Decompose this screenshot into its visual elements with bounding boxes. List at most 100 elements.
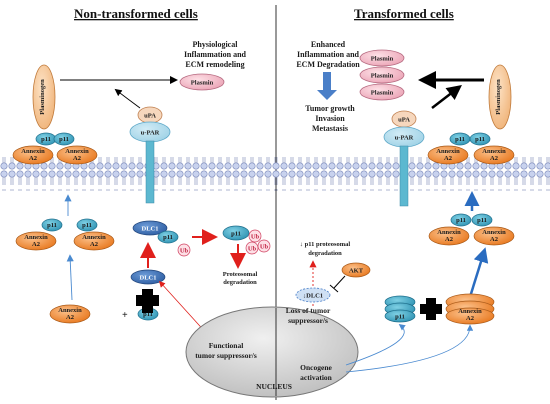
upar-anchor-right [399,145,409,207]
annexin-stack-right: Annexin A2 [445,293,495,325]
svg-text:uPA: uPA [144,113,156,120]
svg-text:p11: p11 [475,136,485,143]
svg-text:A2: A2 [90,241,98,248]
title-non-transformed: Non-transformed cells [74,6,198,21]
dlc1-lower-left: DLC1 [130,269,166,285]
upa-right: uPA [391,110,417,128]
nucleus-label: NUCLEUS [256,382,292,391]
oncogene-label: Oncogene activation [300,363,332,382]
svg-text:Ub: Ub [260,244,269,251]
complex-membrane-right: p11 p11 Annexin A2 Annexin A2 [427,132,515,165]
svg-text:Oncogene: Oncogene [300,363,332,372]
svg-text:degradation: degradation [223,279,257,286]
svg-text:Plasmin: Plasmin [371,56,394,63]
svg-text:AKT: AKT [349,268,364,275]
svg-text:activation: activation [300,373,332,382]
svg-text:Annexin: Annexin [482,148,506,155]
functional-suppressor-label: Functional tumor suppressor/s [195,341,257,360]
p11-stack-right: p11 [384,295,416,323]
p11-degradation-label-right: ↓ p11 proteosomal degradation [300,241,351,257]
svg-text:Inflammation and: Inflammation and [297,50,360,59]
tumor-label: Tumor growth Invasion Metastasis [305,104,355,133]
svg-text:A2: A2 [29,155,37,162]
complex-cytoplasm-right: p11 p11 Annexin A2 Annexin A2 [428,213,515,246]
arrow-oncogene-to-p11 [345,324,406,366]
svg-text:ECM remodeling: ECM remodeling [185,60,244,69]
svg-text:A2: A2 [73,155,81,162]
plasmin-left: Plasmin [179,73,225,91]
akt-inhibit-line [333,275,346,289]
plus-small-left: + [122,310,128,321]
arrow-annexin-up-right [468,247,489,298]
svg-text:Functional: Functional [209,341,244,350]
svg-text:p11: p11 [477,217,487,224]
svg-text:suppressor/s: suppressor/s [288,316,328,325]
svg-text:p11: p11 [395,314,405,321]
plus-big-left [136,289,159,313]
upar-anchor-left [145,140,155,204]
plasminogen-right: Plasminogen [488,64,512,130]
enhanced-to-tumor-arrow [317,72,337,100]
svg-text:Proteosomal: Proteosomal [223,271,258,278]
enhanced-label: Enhanced Inflammation and ECM Degradatio… [296,40,360,69]
svg-text:A2: A2 [32,241,40,248]
svg-text:Physiological: Physiological [193,40,239,49]
plasminogen-left: Plasminogen [32,64,56,130]
svg-text:Ub: Ub [180,248,189,255]
svg-text:degradation: degradation [308,250,342,257]
akt-inhibit-bar [329,284,339,293]
svg-text:Plasmin: Plasmin [371,90,394,97]
svg-text:A2: A2 [490,236,498,243]
svg-text:u-PAR: u-PAR [141,130,160,137]
dlc1-p11-complex-left: DLC1 p11 Ub [132,220,191,257]
svg-text:p11: p11 [82,222,92,229]
plasmin-stack-right: Plasmin Plasmin Plasmin [359,49,405,101]
svg-text:p11: p11 [41,136,51,143]
nucleus: NUCLEUS [185,306,359,398]
svg-text:Annexin: Annexin [482,229,506,236]
svg-text:A2: A2 [444,155,452,162]
svg-text:A2: A2 [490,155,498,162]
svg-text:Tumor growth: Tumor growth [305,104,355,113]
svg-text:Plasminogen: Plasminogen [495,79,502,115]
complex-membrane-left: p11 p11 Annexin A2 Annexin A2 [12,132,98,165]
arrow-suppressor-to-dlc1 [158,280,209,336]
p11-ubiquitin-left: p11 Ub Ub Ub [222,225,271,255]
svg-text:Plasmin: Plasmin [371,73,394,80]
complex-cytoplasm-left: p11 p11 Annexin A2 Annexin A2 [15,218,115,251]
svg-text:Annexin: Annexin [458,308,482,315]
svg-text:Annexin: Annexin [21,148,45,155]
svg-text:u-PAR: u-PAR [395,135,414,142]
arrow-oncogene-to-annexin [345,324,474,373]
arrow-annexin-up-left [66,254,74,301]
svg-text:p11: p11 [163,234,173,241]
svg-text:Invasion: Invasion [315,114,345,123]
svg-text:Annexin: Annexin [58,307,82,314]
svg-text:p11: p11 [456,217,466,224]
svg-text:Enhanced: Enhanced [311,40,346,49]
arrow-upa-right [431,84,462,109]
svg-text:↓DLC1: ↓DLC1 [303,293,323,300]
loss-suppressor-label: Loss of tumor suppressor/s [286,306,331,325]
svg-text:p11: p11 [455,136,465,143]
svg-text:Annexin: Annexin [24,234,48,241]
upar-right: u-PAR [383,126,425,148]
arrow-upa-left [114,88,141,109]
plus-big-right [420,298,442,320]
svg-text:↓ p11 proteosomal: ↓ p11 proteosomal [300,241,351,248]
upa-left: uPA [137,106,163,124]
svg-text:p11: p11 [231,231,241,238]
svg-text:p11: p11 [47,222,57,229]
svg-text:Metastasis: Metastasis [312,124,348,133]
svg-text:A2: A2 [66,314,74,321]
svg-text:Annexin: Annexin [436,148,460,155]
svg-text:Plasmin: Plasmin [191,80,214,87]
upar-left: u-PAR [129,121,171,143]
svg-text:DLC1: DLC1 [140,275,157,282]
title-transformed: Transformed cells [354,6,454,21]
svg-text:p11: p11 [143,311,153,318]
svg-text:DLC1: DLC1 [142,226,159,233]
svg-text:ECM Degradation: ECM Degradation [296,60,360,69]
svg-text:Ub: Ub [248,246,257,253]
proteosomal-label-left: Proteosomal degradation [223,271,258,286]
